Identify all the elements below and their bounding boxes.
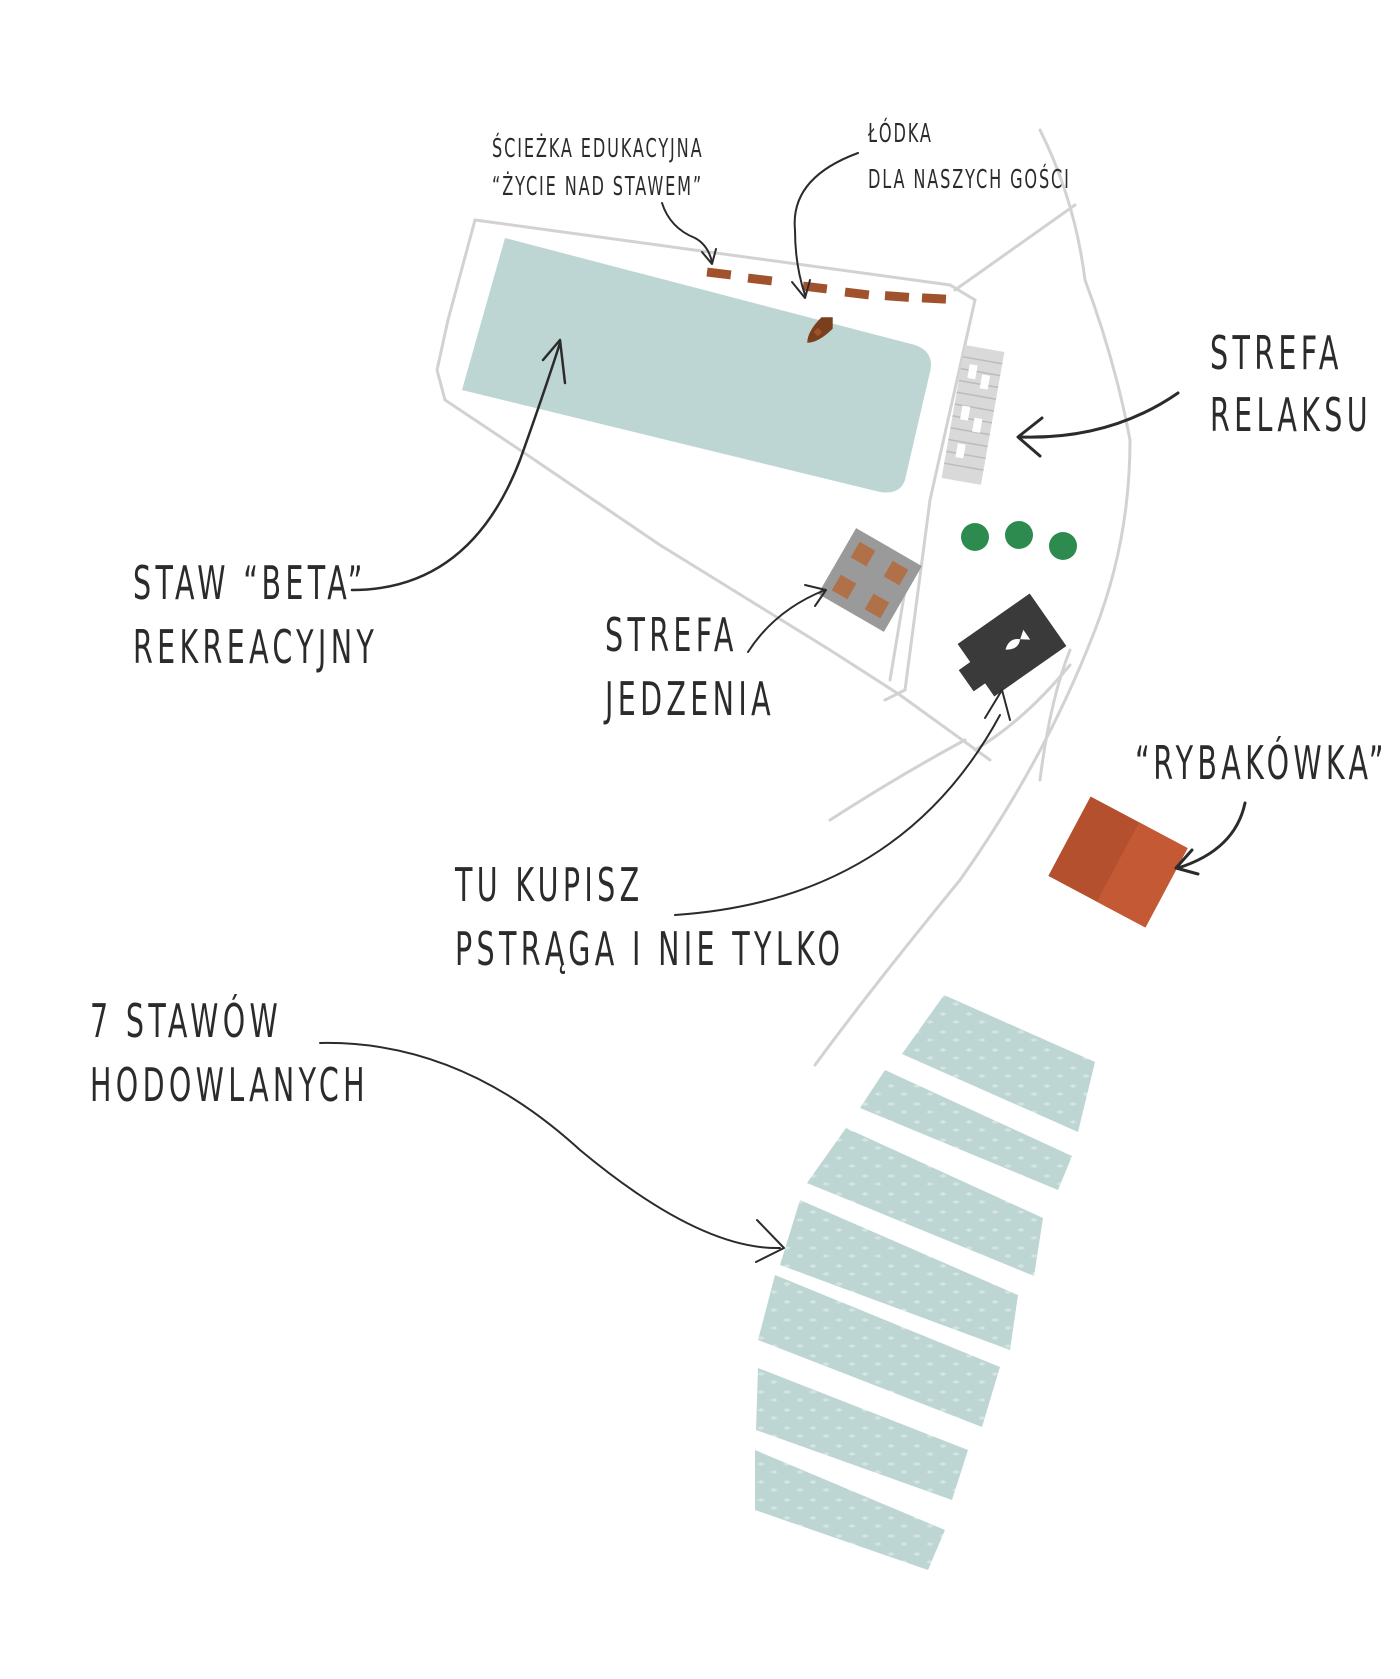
arrow-head	[791, 279, 811, 299]
label-stawy-hodowlane: 7 STAWÓW HODOWLANYCH	[90, 998, 369, 1108]
label-lodka: ŁÓDKA DLA NASZYCH GOŚCI	[868, 121, 1071, 193]
arrow-sklep	[674, 714, 1001, 916]
label-sklep: TU KUPISZ PSTRĄGA I NIE TYLKO	[455, 862, 844, 972]
breeding-pond-6	[756, 1368, 968, 1500]
label-strefa-jedzenia-line2: JEDZENIA	[605, 672, 775, 726]
road-main-east	[813, 128, 1132, 1067]
breeding-pond-3	[807, 1128, 1043, 1276]
label-sklep-line1: TU KUPISZ	[455, 858, 644, 912]
picnic-table-icon[interactable]	[818, 528, 922, 632]
pond-beta[interactable]	[462, 238, 931, 493]
arrow-rybakowka	[1176, 801, 1247, 870]
breeding-pond-2	[860, 1070, 1072, 1190]
road-curve-shop	[973, 663, 1072, 752]
path-plank	[884, 291, 910, 302]
tree	[1005, 521, 1033, 549]
path-plank	[921, 293, 947, 304]
arrow-stawy	[319, 1041, 781, 1250]
arrow-head	[1174, 848, 1200, 876]
label-rybakowka: “RYBAKÓWKA”	[1135, 740, 1388, 786]
arrow-head	[804, 584, 827, 607]
road-boundary-left	[435, 218, 992, 762]
label-sciezka-line2: “ŻYCIE NAD STAWEM”	[492, 172, 704, 202]
arrow-staw	[350, 341, 562, 592]
label-rybakowka-line1: “RYBAKÓWKA”	[1135, 736, 1388, 790]
boat-icon[interactable]	[802, 312, 839, 349]
label-strefa-jedzenia: STREFA JEDZENIA	[605, 612, 775, 722]
road-boundary-pond	[473, 218, 977, 702]
fish-shop-icon[interactable]	[946, 593, 1067, 705]
arrows	[319, 152, 1247, 1263]
arrow-relaksu	[1018, 391, 1180, 439]
label-staw-beta: STAW “BETA” REKREACYJNY	[133, 560, 378, 670]
label-stawy-hodowlane-line1: 7 STAWÓW	[90, 994, 283, 1048]
breeding-ponds[interactable]	[755, 995, 1095, 1570]
path-plank	[706, 267, 732, 280]
arrow-head	[1016, 416, 1044, 458]
breeding-pond-1	[902, 995, 1095, 1132]
label-strefa-relaksu-line1: STREFA	[1210, 326, 1343, 380]
label-strefa-relaksu-line2: RELAKSU	[1210, 388, 1372, 442]
house-icon[interactable]	[1048, 796, 1188, 928]
label-sklep-line2: PSTRĄGA I NIE TYLKO	[455, 922, 845, 976]
roads	[435, 128, 1132, 1067]
arrow-jedzenia	[747, 589, 826, 653]
label-lodka-line1: ŁÓDKA	[868, 119, 933, 149]
tree	[961, 523, 989, 551]
road-food-zone	[888, 588, 907, 682]
breeding-pond-5	[758, 1275, 1000, 1427]
arrow-head	[755, 1219, 785, 1263]
arrow-head	[984, 689, 1011, 721]
label-lodka-line2: DLA NASZYCH GOŚCI	[868, 165, 1071, 195]
educational-path[interactable]	[706, 267, 947, 304]
label-strefa-jedzenia-line1: STREFA	[605, 608, 738, 662]
deck-icon[interactable]	[941, 345, 1005, 485]
road-branch-sw	[828, 738, 967, 822]
breeding-pond-4	[780, 1200, 1018, 1350]
label-sciezka: ŚCIEŻKA EDUKACYJNA “ŻYCIE NAD STAWEM”	[492, 136, 703, 200]
tree	[1049, 532, 1077, 560]
arrow-lodka	[793, 152, 859, 296]
arrow-head	[541, 338, 567, 385]
label-stawy-hodowlane-line2: HODOWLANYCH	[90, 1058, 369, 1112]
path-plank	[747, 273, 773, 286]
path-plank	[844, 287, 870, 300]
breeding-pond-7	[755, 1450, 945, 1570]
label-staw-beta-line1: STAW “BETA”	[133, 556, 367, 610]
label-staw-beta-line2: REKREACYJNY	[133, 620, 379, 674]
label-strefa-relaksu: STREFA RELAKSU	[1210, 330, 1372, 438]
arrow-sciezka	[661, 202, 713, 263]
arrow-head	[701, 248, 717, 265]
label-sciezka-line1: ŚCIEŻKA EDUKACYJNA	[492, 134, 704, 164]
road-branch-ne	[953, 203, 1077, 292]
tree-icon	[961, 521, 1077, 560]
road-branch-south	[1038, 648, 1072, 782]
